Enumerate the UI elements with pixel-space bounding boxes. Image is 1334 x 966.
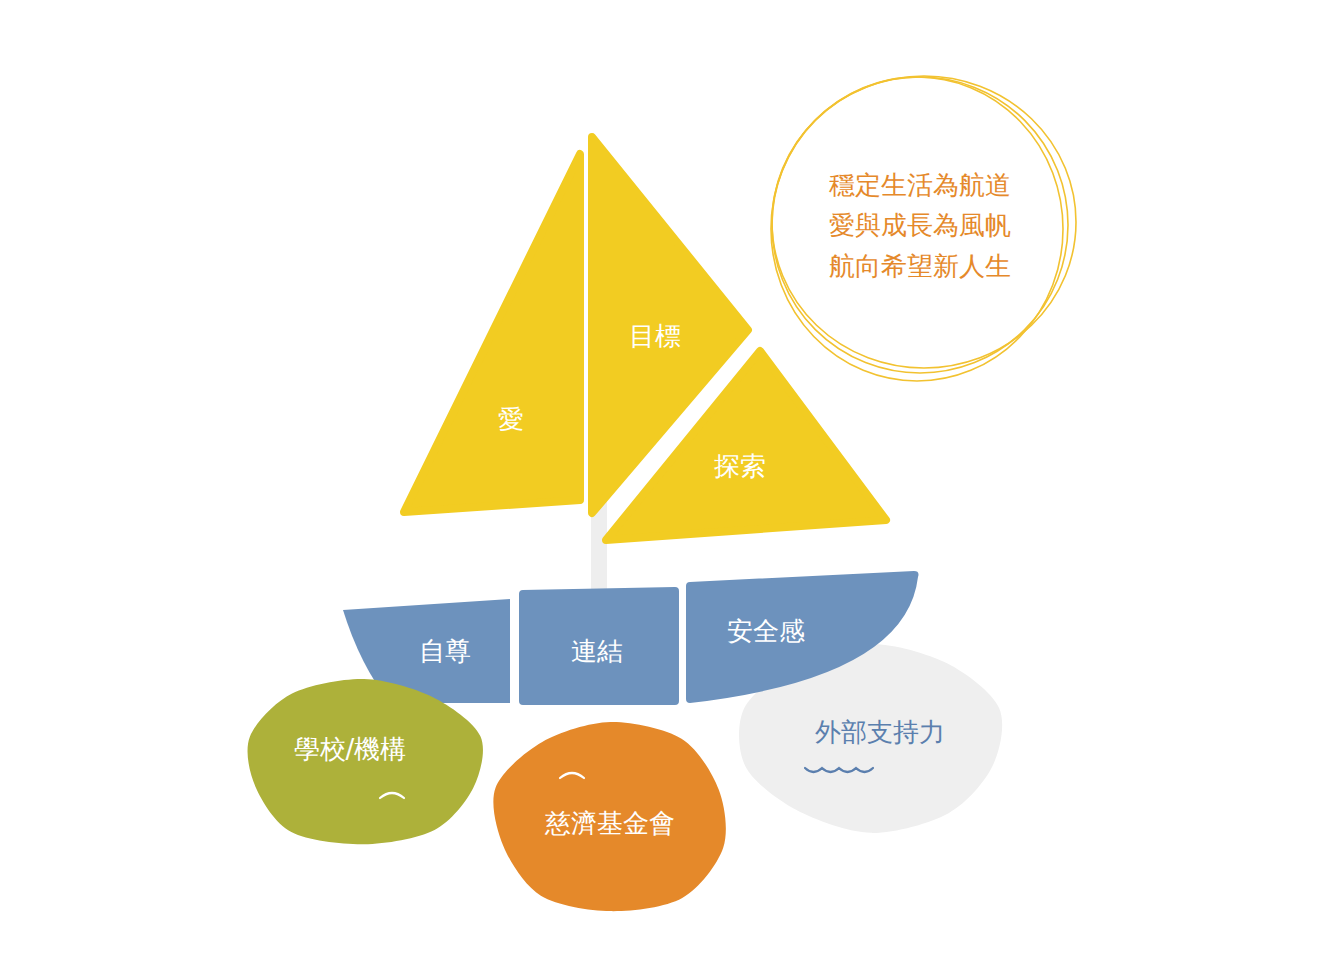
outline: [493, 722, 725, 911]
node-label: 自尊: [419, 636, 471, 667]
ring: [772, 77, 1068, 373]
outline: [248, 679, 483, 844]
node-label: 慈濟基金會: [545, 808, 675, 839]
support-blob: 慈濟基金會: [488, 718, 733, 918]
hull-segment: 連結: [517, 585, 681, 707]
motto-text: 穩定生活為航道 愛與成長為風帆 航向希望新人生: [813, 165, 1028, 286]
node-label: 愛: [498, 404, 524, 435]
wave-mark: [805, 768, 873, 772]
ring: [771, 77, 1063, 381]
node-label: 探索: [714, 451, 766, 482]
node-label: 目標: [629, 321, 681, 352]
outline: [606, 351, 886, 540]
sail: 探索: [600, 345, 892, 545]
support-blob: 學校/機構: [240, 675, 488, 850]
outline: [739, 644, 1002, 833]
outline: [404, 154, 580, 512]
sail: 愛: [400, 150, 585, 516]
outline: [519, 587, 679, 705]
node-label: 連結: [571, 636, 623, 667]
wave-mark: [560, 773, 584, 778]
node-label: 安全感: [727, 616, 805, 647]
node-label: 外部支持力: [815, 717, 945, 748]
node-shape: [400, 150, 585, 516]
wave-mark: [380, 793, 404, 798]
hull-segment: 安全感: [684, 568, 924, 708]
node-shape: [600, 345, 892, 545]
node-label: 學校/機構: [294, 734, 407, 765]
motto-circle: 穩定生活為航道 愛與成長為風帆 航向希望新人生: [750, 55, 1090, 395]
